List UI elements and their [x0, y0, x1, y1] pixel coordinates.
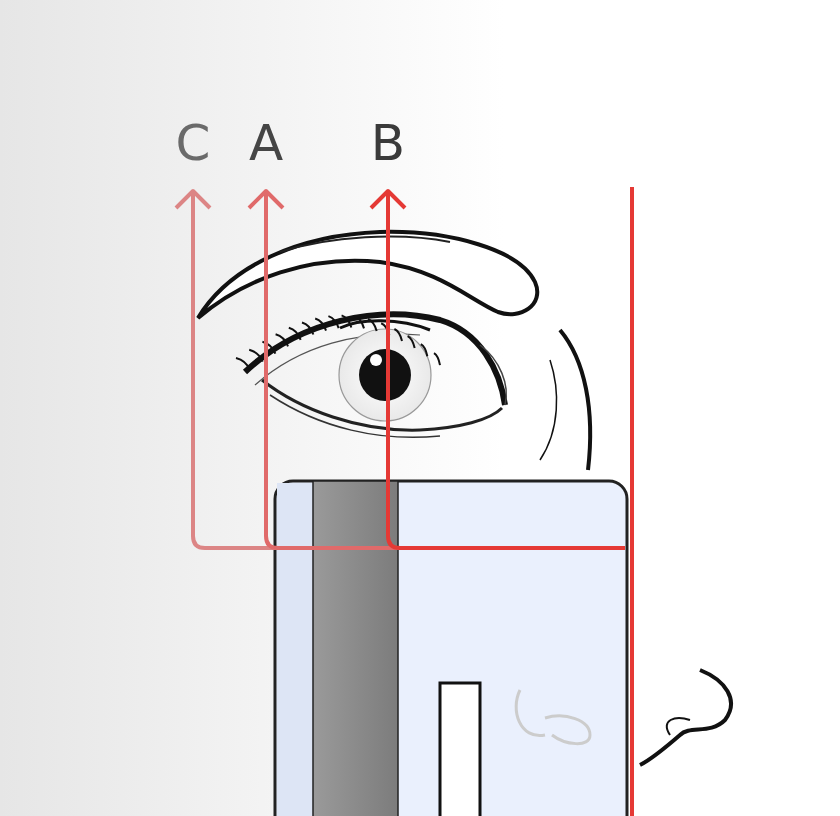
eyelash: [315, 319, 326, 331]
eyelash: [355, 316, 364, 328]
eyelash: [394, 329, 402, 341]
ray-label: C: [176, 118, 211, 168]
eyelash: [302, 323, 313, 335]
eyelash: [289, 328, 301, 340]
light-rays: [176, 187, 632, 816]
ray-label: B: [371, 118, 405, 168]
eyelash: [276, 334, 288, 346]
eyelash: [421, 344, 428, 356]
card: [275, 481, 627, 816]
eyebrow: [198, 232, 537, 318]
ray-label: A: [249, 118, 283, 168]
eyelash: [342, 315, 352, 327]
eyelash: [434, 353, 440, 365]
eye: [236, 314, 506, 437]
eyelash: [368, 319, 377, 331]
eyelash: [249, 350, 262, 362]
eyelash: [408, 336, 415, 348]
eyelash: [236, 358, 250, 370]
eyelash: [328, 316, 338, 328]
